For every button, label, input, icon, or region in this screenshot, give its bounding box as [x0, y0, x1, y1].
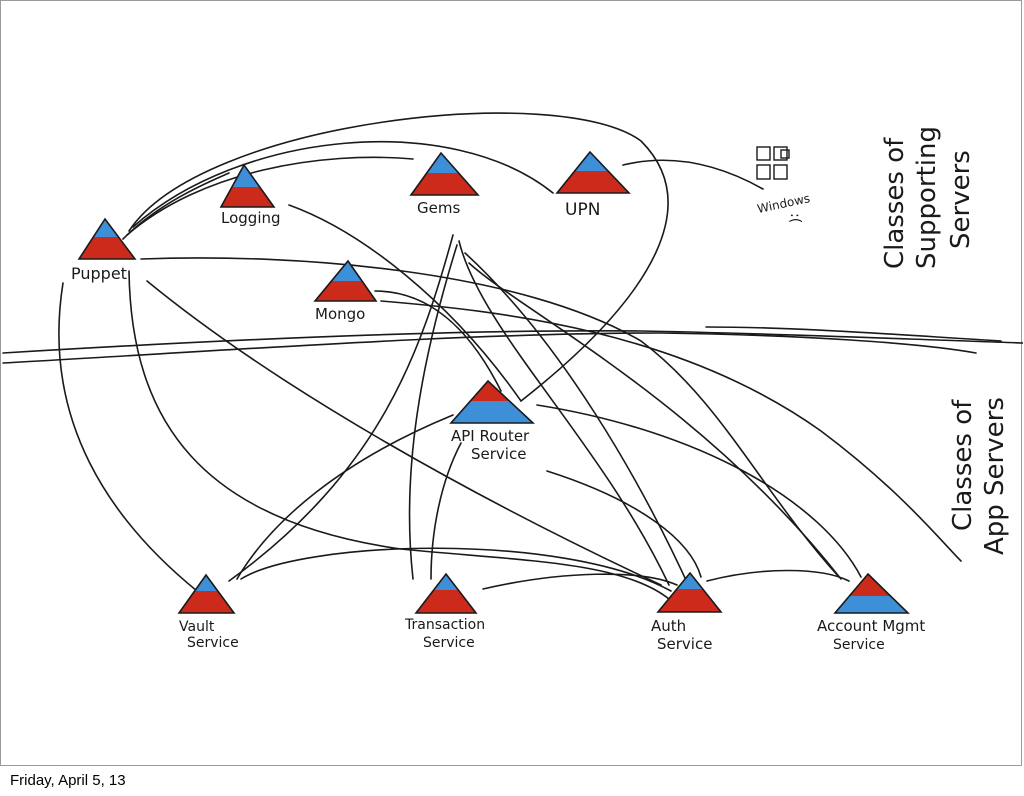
node-label: Transaction [404, 617, 485, 633]
windows-icon [756, 146, 790, 180]
zone-label-line: Classes of [880, 137, 910, 269]
node-auth-service: Auth Service [651, 571, 723, 653]
node-label-2: Service [187, 635, 239, 651]
node-blue-fill [315, 261, 376, 281]
connection-line [128, 112, 669, 402]
windows-sad-face: :( [787, 213, 803, 223]
connection-line [482, 573, 678, 590]
zone-divider-line [705, 326, 1002, 342]
connection-line [228, 234, 454, 582]
node-blue-fill [79, 219, 135, 237]
zone-divider-line [2, 332, 977, 364]
connection-lines [2, 112, 1023, 600]
node-label: Gems [417, 199, 460, 217]
zone-label-app: Classes of App Servers [948, 397, 1010, 555]
slide-canvas: Puppet Logging Gems UPN [0, 0, 1023, 766]
node-label: Vault [179, 619, 215, 635]
node-account-mgmt-service: Account Mgmt Service [817, 572, 925, 653]
node-label: API Router [451, 427, 530, 445]
node-label: Mongo [315, 305, 365, 323]
node-label: Logging [221, 209, 281, 227]
node-red-fill [835, 574, 908, 596]
connection-line [236, 414, 454, 580]
node-label-2: Service [657, 635, 712, 653]
node-label: Account Mgmt [817, 617, 925, 635]
connection-line [536, 404, 862, 578]
footer-date: Friday, April 5, 13 [10, 772, 126, 789]
node-upn: UPN [555, 150, 631, 220]
zone-divider-line [2, 329, 1023, 354]
connection-line [128, 270, 670, 600]
node-gems: Gems [409, 151, 480, 217]
connection-line [546, 470, 702, 578]
node-label: Auth [651, 617, 686, 635]
connection-line [622, 159, 764, 190]
zone-label-line: App Servers [980, 397, 1010, 555]
node-label: UPN [565, 200, 600, 220]
zone-label-line: Supporting [912, 126, 942, 269]
node-api-router-service: API Router Service [449, 379, 536, 463]
node-label: Puppet [71, 264, 127, 283]
node-label-2: Service [833, 637, 885, 653]
node-blue-fill [557, 152, 629, 171]
connection-line [706, 569, 850, 582]
connection-line [374, 290, 502, 392]
zone-label-line: Classes of [948, 399, 978, 531]
connection-line [132, 140, 554, 228]
zone-label-line: Servers [946, 150, 976, 249]
node-transaction-service: Transaction Service [404, 572, 485, 651]
architecture-sketch: Puppet Logging Gems UPN [2, 112, 1023, 653]
zone-label-supporting: Classes of Supporting Servers [880, 126, 976, 269]
node-vault-service: Vault Service [177, 573, 239, 651]
connection-line [430, 442, 462, 580]
node-puppet: Puppet [71, 217, 137, 283]
connection-line [146, 280, 662, 586]
slide-footer: Friday, April 5, 13 [0, 766, 1024, 796]
connection-line [458, 240, 670, 586]
connection-line [126, 156, 414, 236]
connection-line [240, 547, 672, 592]
connection-line [468, 262, 842, 580]
connection-line [58, 282, 198, 592]
node-label-2: Service [423, 635, 475, 651]
node-label-2: Service [471, 445, 526, 463]
connection-line [122, 172, 230, 240]
connection-line [464, 252, 692, 592]
connection-line [408, 244, 458, 580]
connection-line [288, 204, 522, 402]
node-blue-fill [411, 153, 478, 173]
connection-line [380, 300, 962, 562]
